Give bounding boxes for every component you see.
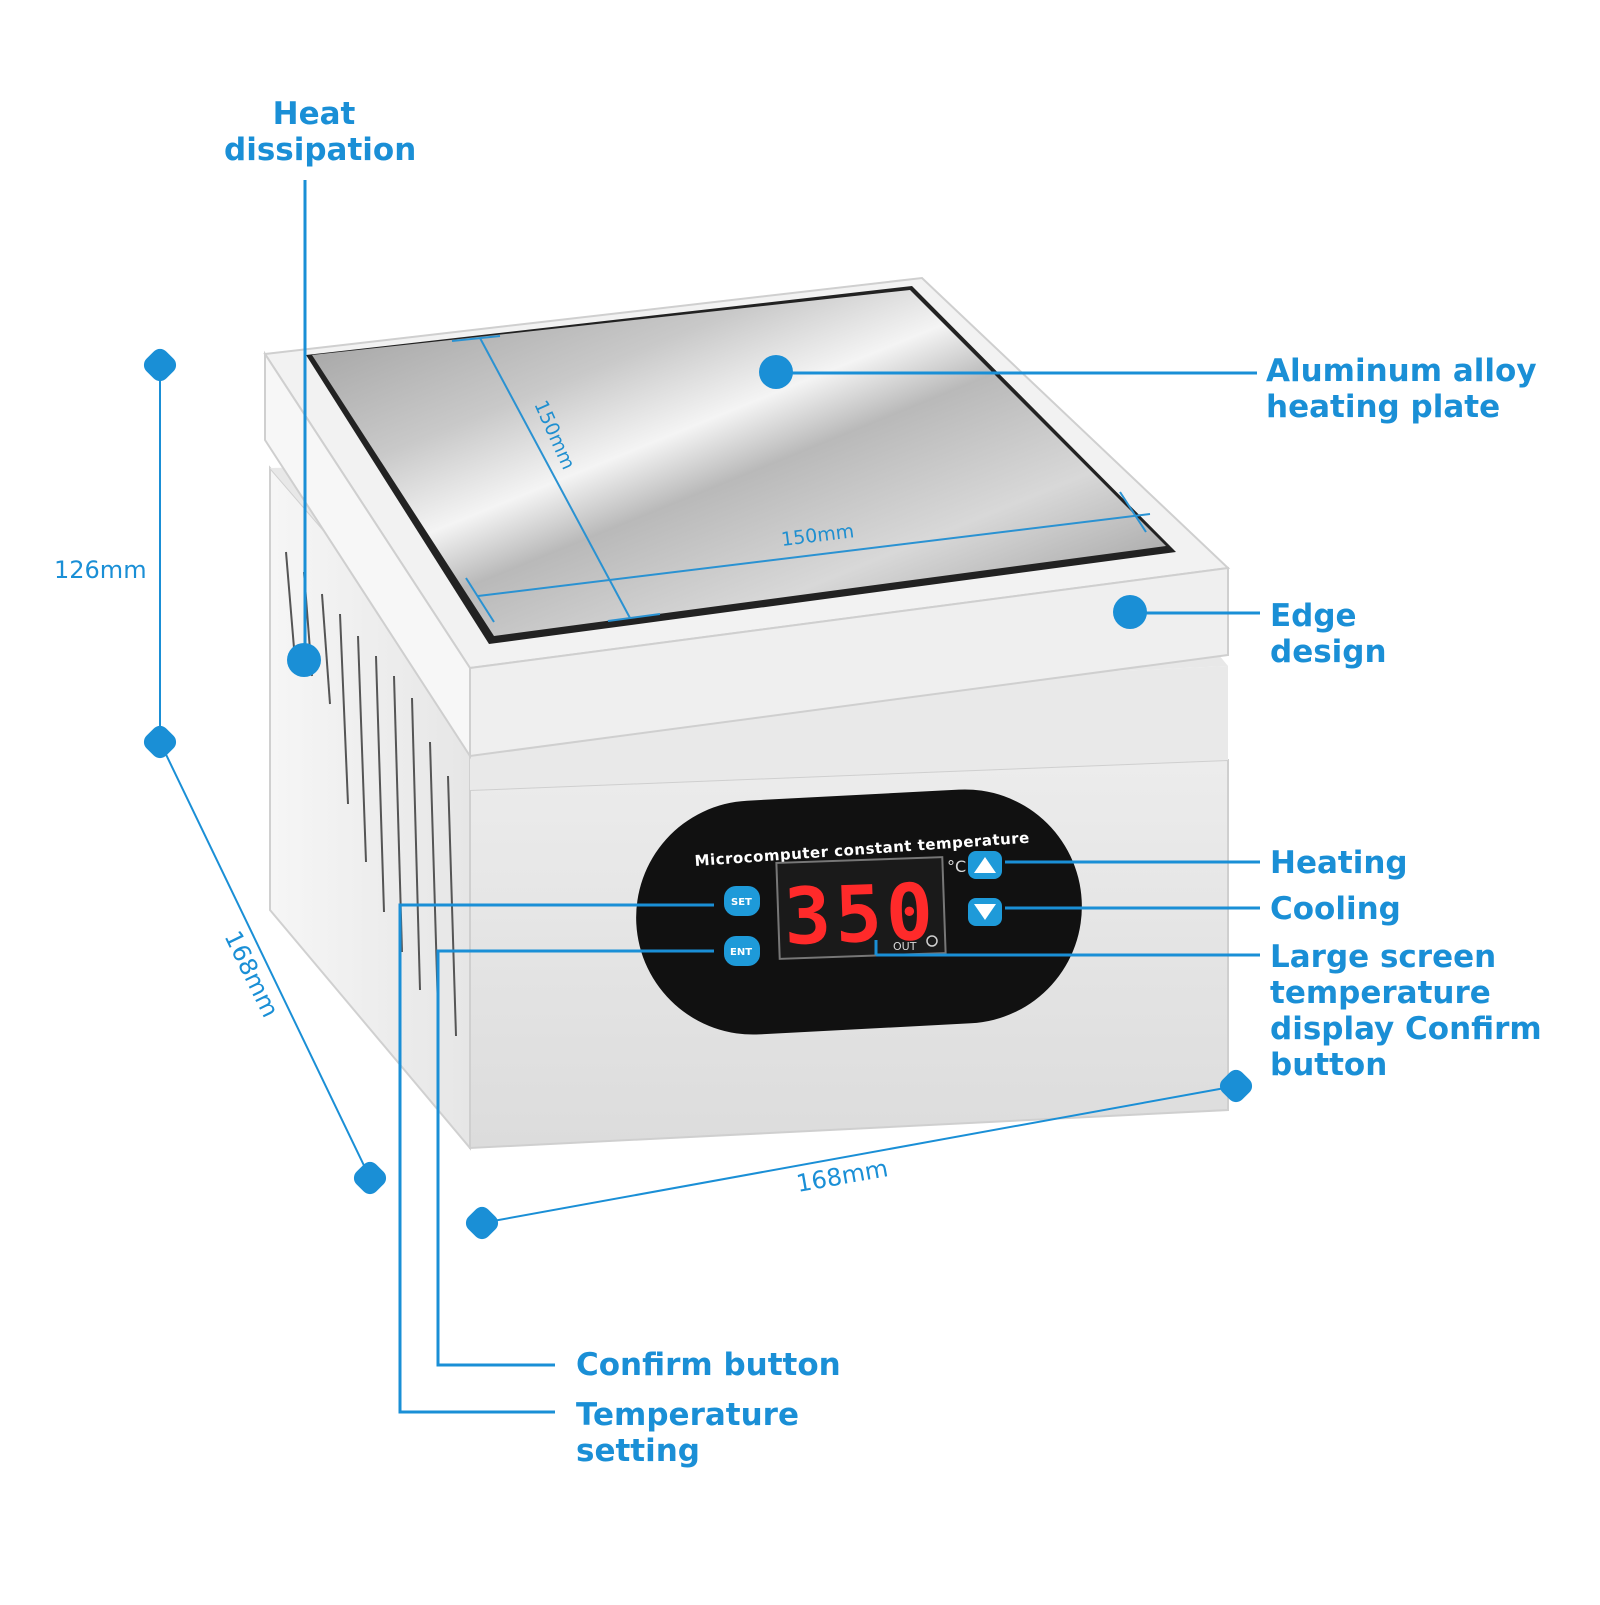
lcd-display: 350 bbox=[775, 856, 947, 963]
heating-button[interactable] bbox=[968, 851, 1002, 879]
dimension-markers bbox=[143, 348, 1253, 1240]
callout-large-screen: Large screen temperature display Confirm… bbox=[1270, 939, 1542, 1083]
heating-plate bbox=[312, 290, 1166, 636]
ent-button-label: ENT bbox=[730, 947, 752, 958]
lcd-value: 350 bbox=[783, 868, 939, 963]
callout-aluminum-plate: Aluminum alloy heating plate bbox=[1266, 353, 1537, 425]
set-button-label: SET bbox=[731, 897, 752, 908]
height-dimension: 126mm bbox=[54, 556, 147, 584]
callout-lines bbox=[303, 180, 1260, 1414]
callout-heat-dissipation: Heat dissipation bbox=[224, 96, 417, 168]
callout-edge-design-line1: Edge bbox=[1270, 598, 1357, 634]
frame-left bbox=[264, 350, 471, 760]
callout-large-screen-line3: display Confirm bbox=[1270, 1011, 1542, 1047]
callout-dots bbox=[287, 355, 1147, 677]
callout-aluminum-plate-line2: heating plate bbox=[1266, 389, 1501, 425]
callout-temperature-setting: Temperature setting bbox=[576, 1397, 799, 1469]
depth-dimension: 168mm bbox=[219, 926, 285, 1021]
callout-cooling: Cooling bbox=[1270, 891, 1401, 927]
callout-edge-design: Edge design bbox=[1270, 598, 1387, 670]
ent-button[interactable]: ENT bbox=[724, 936, 760, 966]
callout-heat-dissipation-line2: dissipation bbox=[224, 132, 417, 168]
callout-heat-dissipation-line1: Heat bbox=[272, 96, 356, 132]
callout-edge-design-line2: design bbox=[1270, 634, 1387, 670]
cooling-button[interactable] bbox=[968, 898, 1002, 926]
callout-large-screen-line2: temperature bbox=[1270, 975, 1491, 1011]
overall-dimension-lines bbox=[159, 365, 1237, 1224]
width-dimension: 168mm bbox=[794, 1154, 890, 1198]
callout-large-screen-line4: button bbox=[1270, 1047, 1388, 1083]
callout-large-screen-line1: Large screen bbox=[1270, 939, 1497, 975]
out-label: OUT bbox=[893, 940, 917, 953]
plate-dimension-lines bbox=[451, 335, 1151, 623]
down-arrow-icon bbox=[974, 904, 996, 920]
callout-confirm-button: Confirm button bbox=[576, 1347, 841, 1383]
callout-heating: Heating bbox=[1270, 845, 1408, 881]
up-arrow-icon bbox=[974, 857, 996, 873]
unit-label: °C bbox=[947, 857, 966, 876]
callout-aluminum-plate-line1: Aluminum alloy bbox=[1266, 353, 1537, 389]
set-button[interactable]: SET bbox=[724, 886, 760, 916]
out-indicator-icon bbox=[926, 935, 938, 947]
callout-temperature-setting-line2: setting bbox=[576, 1433, 700, 1469]
callout-temperature-setting-line1: Temperature bbox=[576, 1397, 799, 1433]
